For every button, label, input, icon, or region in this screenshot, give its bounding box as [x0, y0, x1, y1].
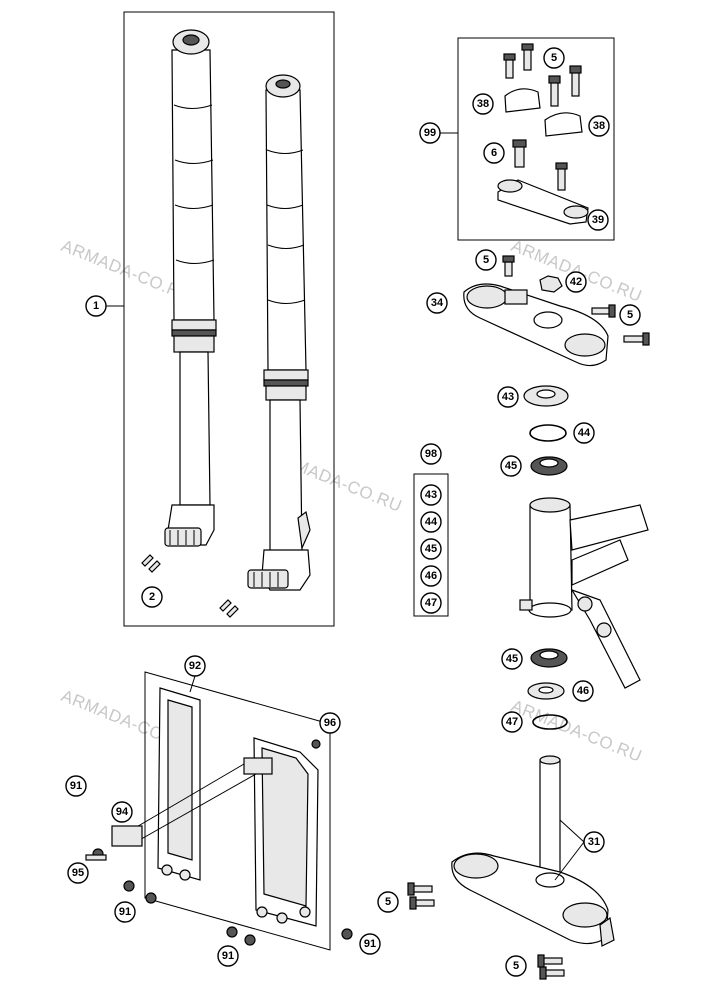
svg-text:42: 42	[570, 276, 582, 288]
callout-45-lower[interactable]: 45	[501, 648, 523, 670]
svg-text:45: 45	[505, 460, 517, 472]
callout-95[interactable]: 95	[67, 862, 89, 884]
handlebar-clamp-bolts	[503, 43, 582, 191]
svg-text:91: 91	[70, 780, 82, 792]
svg-text:91: 91	[119, 906, 131, 918]
svg-text:1: 1	[93, 300, 99, 312]
svg-text:5: 5	[627, 309, 633, 321]
callout-38-right[interactable]: 38	[588, 115, 610, 137]
frame-head-tube	[519, 497, 649, 689]
o-ring-upper	[529, 424, 567, 442]
svg-text:31: 31	[588, 836, 600, 848]
svg-text:5: 5	[483, 254, 489, 266]
bearing-upper	[530, 456, 568, 476]
svg-text:6: 6	[491, 147, 497, 159]
triple-clamp-pinch-bolts	[502, 255, 650, 346]
fork-assembly-frame	[123, 11, 335, 627]
callout-47[interactable]: 47	[501, 711, 523, 733]
dust-seal-upper	[523, 385, 569, 407]
svg-text:98: 98	[425, 448, 437, 460]
callout-31[interactable]: 31	[583, 831, 605, 853]
fork-guard-right	[243, 737, 319, 927]
fork-guard-fasteners	[85, 739, 353, 946]
svg-text:45: 45	[506, 653, 518, 665]
svg-text:96: 96	[324, 717, 336, 729]
handlebar-clamp-upper	[504, 88, 583, 137]
svg-text:38: 38	[477, 98, 489, 110]
svg-text:44: 44	[578, 427, 591, 439]
callout-5-side[interactable]: 5	[619, 304, 641, 326]
bearing-kit-frame	[413, 473, 449, 617]
axle-clamp-bolts	[141, 554, 239, 618]
handlebar-clamp-bridge	[497, 179, 589, 225]
fork-leg-left	[164, 29, 217, 547]
fork-leg-right	[247, 74, 311, 591]
svg-text:2: 2	[149, 591, 155, 603]
svg-text:39: 39	[592, 214, 604, 226]
callout-34[interactable]: 34	[426, 292, 448, 314]
callout-5-lower-left[interactable]: 5	[377, 891, 399, 913]
callout-46[interactable]: 46	[572, 680, 594, 702]
fork-guard-panel-frame	[144, 671, 331, 951]
svg-text:43: 43	[425, 489, 437, 501]
svg-text:43: 43	[502, 391, 514, 403]
callout-96[interactable]: 96	[319, 712, 341, 734]
svg-text:38: 38	[593, 120, 605, 132]
callout-1[interactable]: 1	[85, 295, 107, 317]
callout-6[interactable]: 6	[483, 142, 505, 164]
dust-seal-lower	[527, 682, 565, 700]
bearing-lower	[530, 648, 568, 668]
svg-text:44: 44	[425, 516, 438, 528]
callout-91-bottom[interactable]: 91	[217, 945, 239, 967]
svg-text:99: 99	[424, 127, 436, 139]
svg-text:47: 47	[506, 716, 518, 728]
kit-item-45[interactable]: 45	[420, 538, 442, 560]
callout-42[interactable]: 42	[565, 271, 587, 293]
callout-45-upper[interactable]: 45	[500, 455, 522, 477]
o-ring-lower	[532, 714, 568, 730]
callout-44[interactable]: 44	[573, 422, 595, 444]
upper-triple-clamp	[463, 283, 609, 367]
lower-clamp-bolts	[407, 882, 565, 980]
callout-5-top[interactable]: 5	[475, 249, 497, 271]
svg-text:5: 5	[551, 52, 557, 64]
callout-94[interactable]: 94	[111, 801, 133, 823]
callout-91-right[interactable]: 91	[359, 933, 381, 955]
watermark: ARMADA-CO.RU	[509, 696, 645, 766]
svg-text:47: 47	[425, 597, 437, 609]
svg-text:45: 45	[425, 543, 437, 555]
svg-text:5: 5	[385, 896, 391, 908]
callout-91-upper[interactable]: 91	[65, 775, 87, 797]
callout-98[interactable]: 98	[420, 443, 442, 465]
handlebar-clamp-kit-frame	[457, 37, 615, 241]
svg-text:46: 46	[577, 685, 589, 697]
steering-stem-nut	[539, 275, 563, 293]
svg-text:94: 94	[116, 806, 129, 818]
kit-item-47[interactable]: 47	[420, 592, 442, 614]
lower-triple-clamp	[451, 755, 615, 947]
callout-2[interactable]: 2	[141, 586, 163, 608]
svg-text:92: 92	[189, 660, 201, 672]
fork-guard-left	[157, 687, 201, 881]
svg-text:91: 91	[364, 938, 376, 950]
svg-text:34: 34	[431, 297, 444, 309]
kit-item-46[interactable]: 46	[420, 565, 442, 587]
callout-43[interactable]: 43	[497, 386, 519, 408]
kit-item-44[interactable]: 44	[420, 511, 442, 533]
callout-5-lower-right[interactable]: 5	[505, 955, 527, 977]
callout-91-middle[interactable]: 91	[114, 901, 136, 923]
brake-line-clamp	[111, 763, 257, 847]
callout-5-kit[interactable]: 5	[543, 47, 565, 69]
svg-text:95: 95	[72, 867, 84, 879]
callout-39[interactable]: 39	[587, 209, 609, 231]
kit-item-43[interactable]: 43	[420, 484, 442, 506]
callout-38-left[interactable]: 38	[472, 93, 494, 115]
callout-92[interactable]: 92	[184, 655, 206, 677]
callout-99[interactable]: 99	[419, 122, 441, 144]
svg-text:46: 46	[425, 570, 437, 582]
svg-text:5: 5	[513, 960, 519, 972]
svg-text:91: 91	[222, 950, 234, 962]
